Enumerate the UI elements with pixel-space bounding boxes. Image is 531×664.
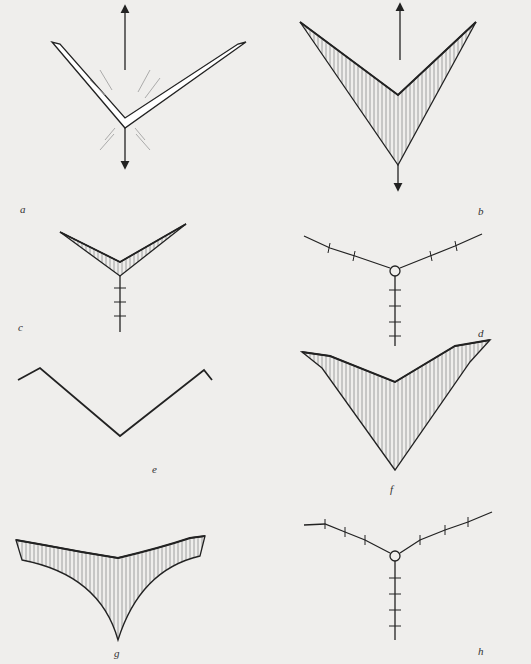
figure-c <box>60 224 186 332</box>
figure-e <box>18 368 212 436</box>
figure-h <box>304 512 492 640</box>
figure-d <box>304 234 482 346</box>
figure-b <box>300 4 476 190</box>
panel-letter: e <box>152 464 157 475</box>
panel-letter: a <box>20 204 26 215</box>
panel-letter: h <box>478 646 484 657</box>
figure-a <box>52 6 246 168</box>
figure-g <box>16 536 205 640</box>
panel-letter: c <box>18 322 23 333</box>
panel-letter: f <box>390 484 393 495</box>
panel-letter: d <box>478 328 484 339</box>
panel-letter: g <box>114 648 120 659</box>
panel-letter: b <box>478 206 484 217</box>
figure-f <box>302 340 490 470</box>
